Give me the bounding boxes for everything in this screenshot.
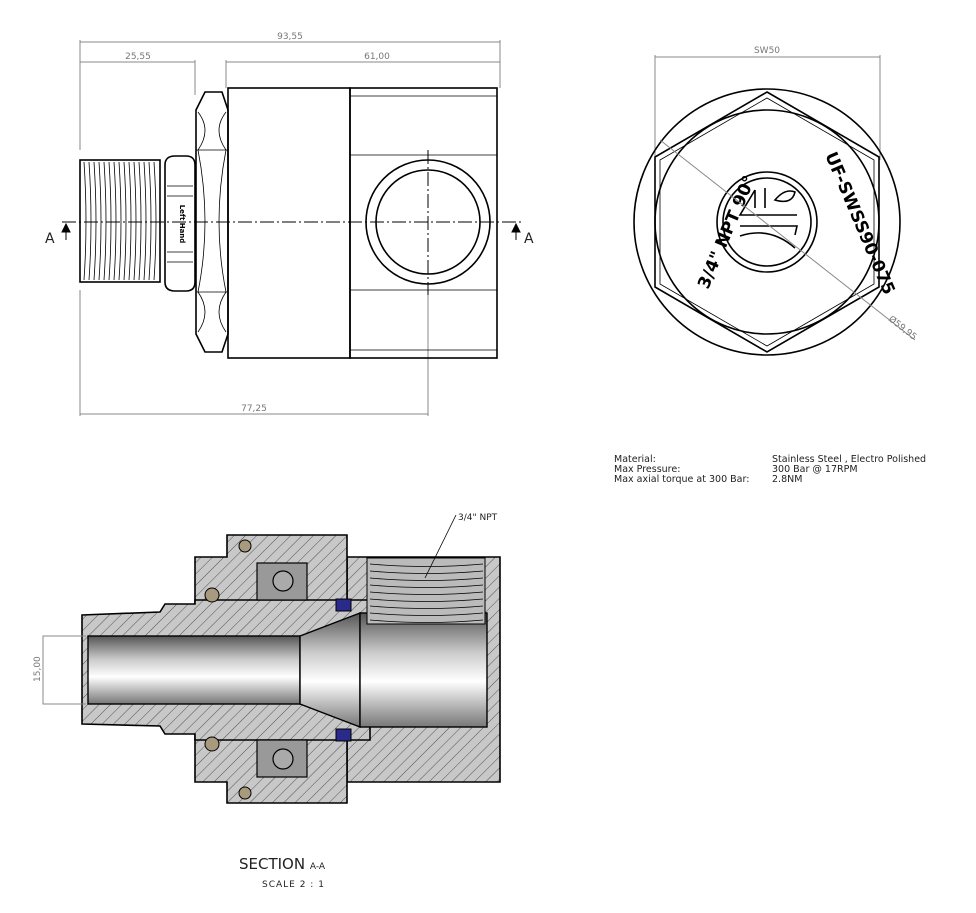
dimension-port: 77,25	[79, 284, 429, 416]
dimension-bore: 15,00	[33, 635, 86, 705]
svg-text:93,55: 93,55	[277, 32, 303, 42]
spec-row: Max Pressure: 300 Bar @ 17RPM	[614, 465, 926, 475]
dimension-right: 61,00	[225, 52, 500, 88]
section-suffix: A-A	[309, 862, 326, 872]
svg-text:A: A	[45, 231, 55, 247]
end-view: SW50 3/4" NPT 90° UF-SWSS90-075 Ø59,95	[633, 46, 919, 356]
thread-callout: 3/4" NPT	[424, 513, 498, 579]
svg-text:A: A	[524, 231, 534, 247]
svg-text:77,25: 77,25	[241, 404, 267, 414]
section-marker-right: A	[511, 222, 534, 247]
section-view: 15,00 3/4" NPT	[33, 513, 501, 804]
brand-logo	[716, 171, 818, 273]
o-ring	[238, 786, 252, 800]
section-scale: SCALE 2 : 1	[262, 880, 325, 890]
spec-label: Max Pressure:	[614, 464, 681, 475]
spec-value: 300 Bar @ 17RPM	[772, 464, 858, 475]
spec-value: 2.8NM	[772, 474, 803, 485]
spec-label: Material:	[614, 454, 656, 465]
dimension-hex: SW50	[654, 46, 881, 160]
spec-table: Material: Stainless Steel , Electro Polis…	[614, 455, 926, 485]
nut-engraving: Left Hand	[178, 205, 186, 244]
svg-text:15,00: 15,00	[33, 656, 43, 682]
seal	[335, 728, 352, 742]
o-ring	[204, 587, 220, 603]
spec-row: Max axial torque at 300 Bar: 2.8NM	[614, 475, 926, 485]
rotating-body	[227, 87, 351, 359]
hex-housing	[349, 87, 498, 359]
dimension-overall: 93,55	[79, 32, 501, 150]
left-face-engraving: 3/4" NPT 90°	[694, 173, 760, 292]
svg-text:3/4" NPT: 3/4" NPT	[458, 513, 498, 523]
male-thread	[79, 159, 161, 283]
section-marker-left: A	[45, 222, 71, 247]
o-ring	[204, 736, 220, 752]
ball-bearing-bottom	[256, 739, 308, 778]
front-view: 93,55 25,55 61,00 77,25	[45, 32, 534, 416]
lock-nut: Left Hand	[164, 155, 196, 292]
section-title: SECTION A-A	[239, 855, 325, 873]
section-title-text: SECTION	[239, 855, 306, 873]
spec-label: Max axial torque at 300 Bar:	[614, 474, 750, 485]
svg-text:61,00: 61,00	[364, 52, 390, 62]
spec-value: Stainless Steel , Electro Polished	[772, 454, 927, 465]
svg-text:25,55: 25,55	[125, 52, 151, 62]
svg-text:SW50: SW50	[754, 46, 780, 56]
ball-bearing-top	[256, 562, 308, 601]
o-ring	[238, 539, 252, 553]
svg-text:Ø59,95: Ø59,95	[886, 314, 919, 343]
spec-row: Material: Stainless Steel , Electro Polis…	[614, 455, 926, 465]
seal	[335, 598, 352, 612]
female-thread	[366, 557, 486, 625]
dimension-left: 25,55	[80, 52, 196, 95]
